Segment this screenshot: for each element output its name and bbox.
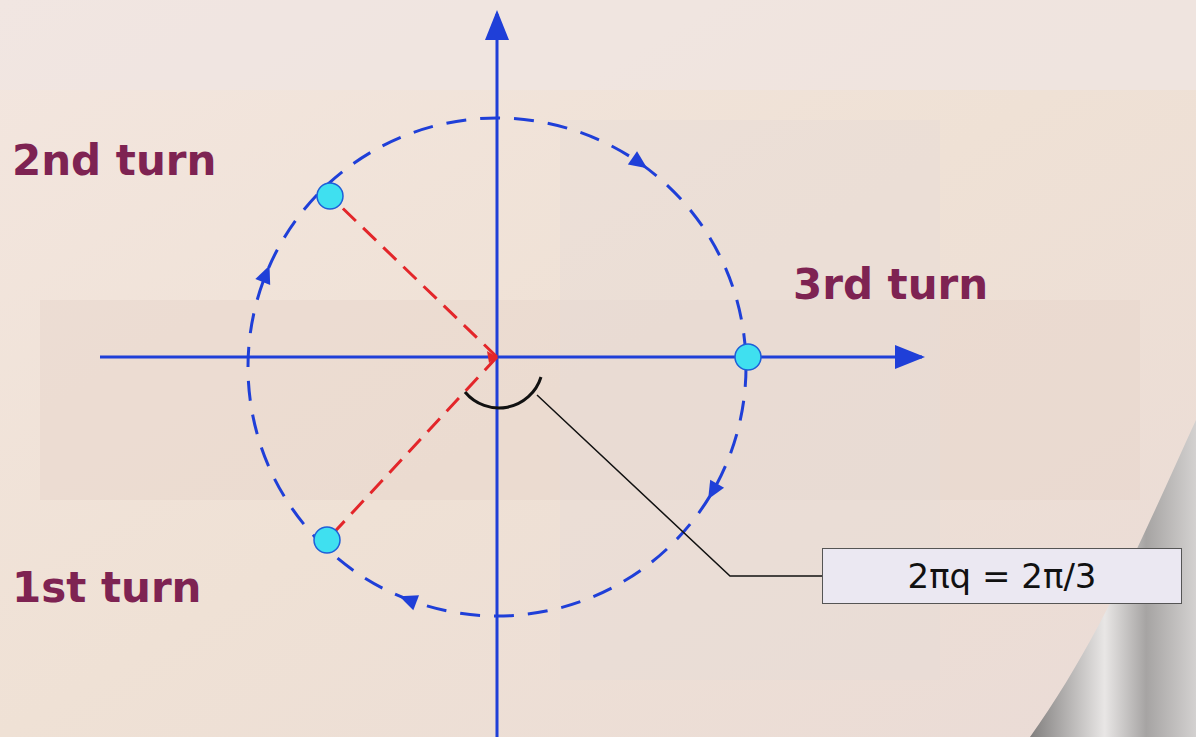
background-band <box>0 0 1196 90</box>
angle-arc <box>465 377 541 408</box>
turn-points <box>314 183 761 553</box>
axis-arrowhead <box>485 10 509 40</box>
circulation-arrowhead <box>701 480 724 504</box>
phase-vectors <box>327 196 497 540</box>
particle-dot <box>314 527 340 553</box>
turn-label: 1st turn <box>12 565 202 611</box>
particle-dot <box>317 183 343 209</box>
turn-label: 3rd turn <box>793 262 988 308</box>
phase-vector <box>330 196 497 357</box>
circulation-arrowhead <box>628 151 652 174</box>
particle-dot <box>735 344 761 370</box>
circulation-arrowhead <box>255 262 277 285</box>
leader-line <box>537 395 822 576</box>
y-axis <box>496 14 499 737</box>
vector-tip <box>487 351 497 363</box>
turn-label: 2nd turn <box>12 138 216 184</box>
phase-ellipse <box>248 118 746 616</box>
axes <box>100 10 925 737</box>
phase-vector <box>327 357 497 540</box>
axis-arrowhead <box>895 345 925 369</box>
formula-box: 2πq = 2π/3 <box>822 548 1182 604</box>
circulation-arrowhead <box>396 589 419 610</box>
formula-text: 2πq = 2π/3 <box>908 556 1097 596</box>
circulation-arrows <box>255 151 724 610</box>
x-axis <box>100 356 922 359</box>
